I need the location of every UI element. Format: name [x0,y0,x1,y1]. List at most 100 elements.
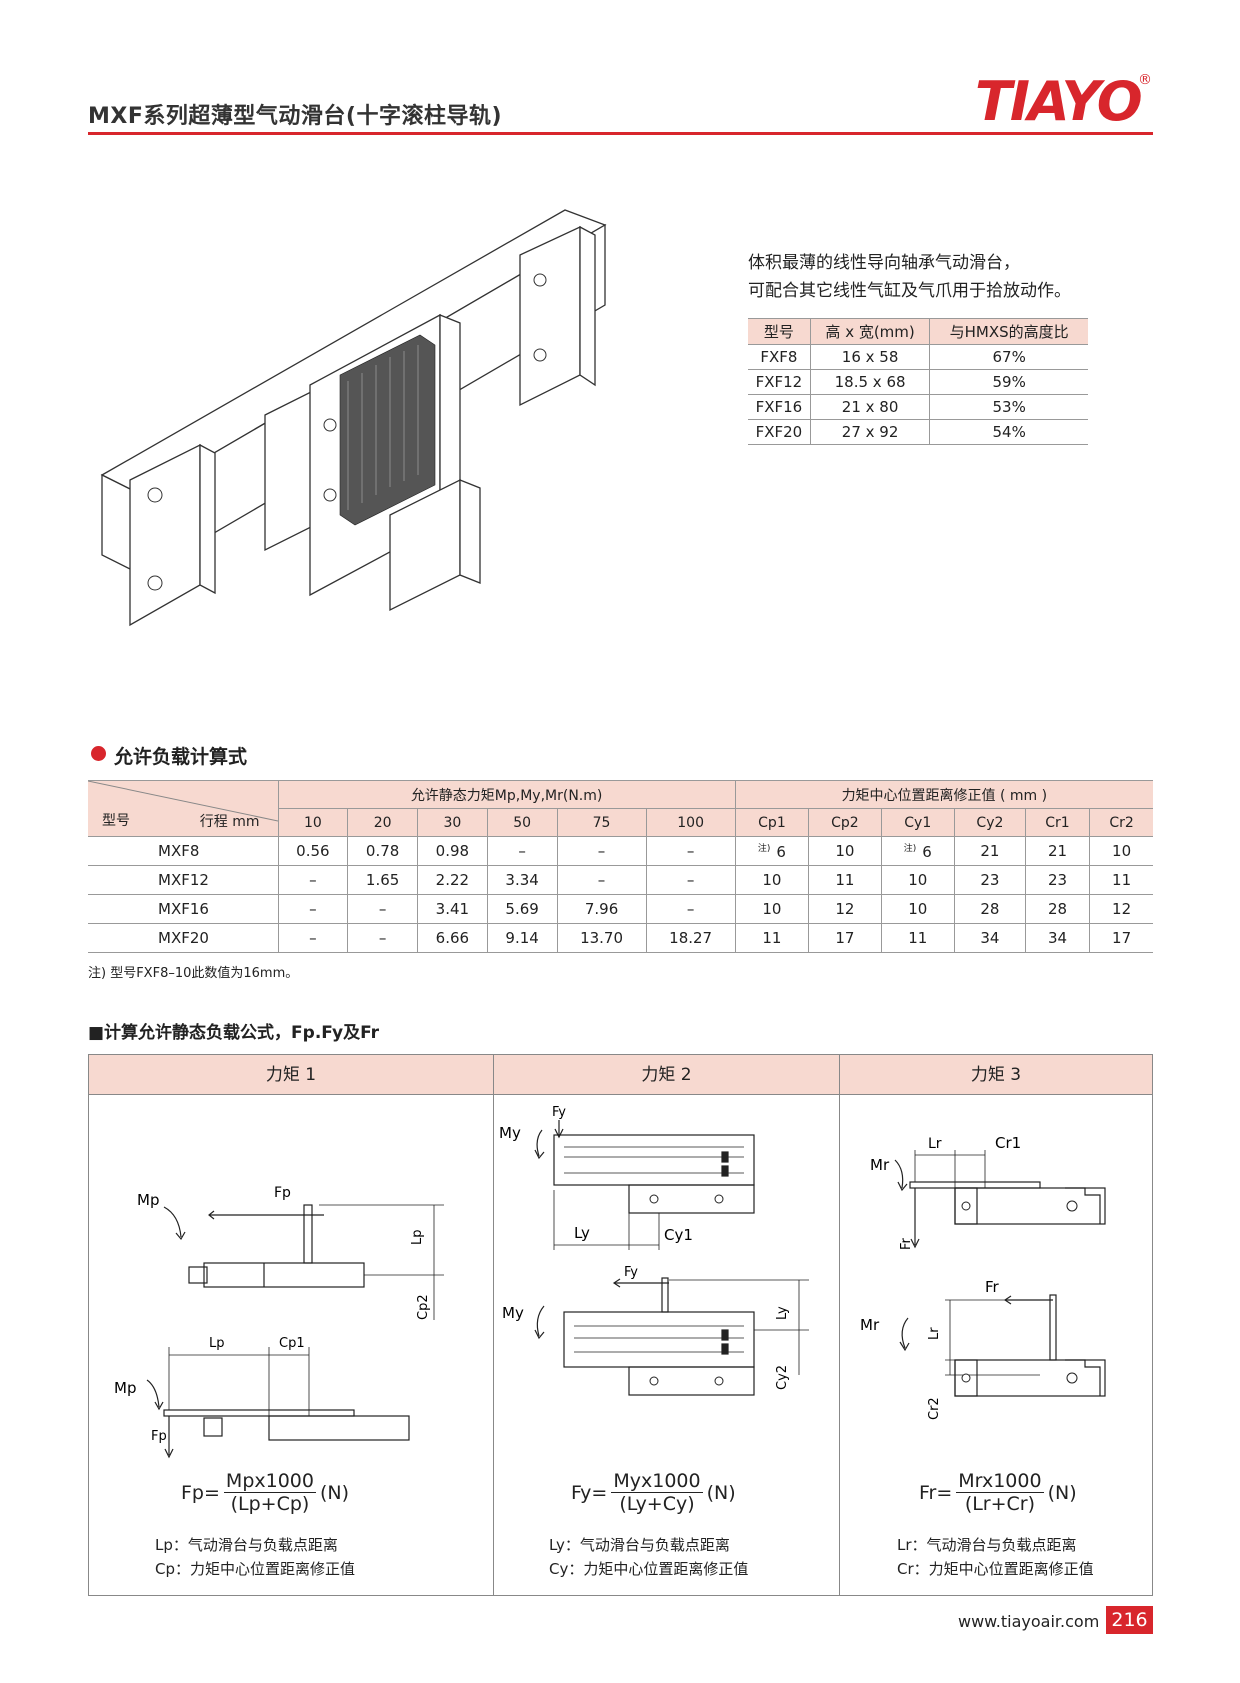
spec-cell: 16 x 58 [809,344,930,370]
moment-1-header: 力矩 1 [89,1055,493,1095]
correction-header: Cy1 [880,808,956,837]
stroke-header: 30 [417,808,488,837]
spec-header: 型号 [748,318,811,345]
correction-cell: 28 [1024,894,1091,924]
lr-label: Lr [928,1136,942,1152]
legend-3: Lr：气动滑台与负载点距离 Cr：力矩中心位置距离修正值 [897,1533,1094,1581]
stroke-header: 75 [556,808,647,837]
page-title: MXF系列超薄型气动滑台(十字滚柱导轨) [88,104,502,129]
moment-cell: – [277,923,349,953]
legend-1: Lp：气动滑台与负载点距离 Cp：力矩中心位置距离修正值 [155,1533,355,1581]
cp1-label: Cp1 [279,1336,305,1351]
column-divider [839,1055,840,1595]
note-mark: 注) [903,844,917,854]
moment-1-diagram: Fp Mp Lp Cp2 Lp Cp1 Mp Fp [114,1185,444,1459]
correction-cell: 28 [954,894,1026,924]
group-moment-header: 允许静态力矩Mp,My,Mr(N.m) [277,780,736,809]
correction-header: Cr2 [1089,808,1153,837]
correction-cell: 10 [734,894,810,924]
legend-2: Ly：气动滑台与负载点距离 Cy：力矩中心位置距离修正值 [549,1533,748,1581]
moment-cell: – [277,894,349,924]
bullet-icon [91,746,106,761]
correction-cell: 12 [1089,894,1153,924]
mr-label-2: Mr [860,1316,880,1334]
formula-unit: (N) [1047,1481,1077,1504]
corner-diagonal [88,781,278,822]
intro-line-1: 体积最薄的线性导向轴承气动滑台， [748,253,1020,273]
correction-cell: 21 [1024,836,1091,866]
formula-numerator: Myx1000 [611,1470,703,1493]
moment-cell: 6.66 [417,923,488,953]
moment-cell: 3.34 [486,865,558,895]
correction-header: Cp1 [734,808,810,837]
formula-unit: (N) [706,1481,736,1504]
correction-cell: 34 [1024,923,1091,953]
moment-cell: – [556,865,647,895]
cr1-label: Cr1 [995,1134,1021,1152]
correction-cell: 11 [1089,865,1153,895]
correction-cell: 21 [954,836,1026,866]
fr-label-2: Fr [985,1278,1000,1296]
formula-fraction: Myx1000 (Ly+Cy) [611,1470,703,1515]
correction-value: 6 [922,843,932,861]
ly-label-2: Ly [775,1306,790,1320]
correction-cell: 10 [734,865,810,895]
legend-line: Cp：力矩中心位置距离修正值 [155,1560,355,1578]
moment-3-header: 力矩 3 [840,1055,1152,1095]
formula-section-title: ■计算允许静态负载公式，Fp.Fy及Fr [88,1023,379,1043]
model-cell: MXF12 [88,865,279,895]
moment-cell: 5.69 [486,894,558,924]
spec-cell: FXF20 [748,419,811,445]
legend-line: Lp：气动滑台与负载点距离 [155,1536,338,1554]
lp-label: Lp [410,1230,425,1246]
moment-cell: 2.22 [417,865,488,895]
fy-label-2: Fy [624,1265,638,1280]
stroke-header: 50 [486,808,558,837]
formula-denominator: (Ly+Cy) [619,1493,695,1515]
spec-cell: 21 x 80 [809,394,930,420]
spec-cell: 54% [929,419,1088,445]
legend-line: Ly：气动滑台与负载点距离 [549,1536,730,1554]
spec-cell: FXF16 [748,394,811,420]
formula-denominator: (Lp+Cp) [230,1493,310,1515]
formula-numerator: Mpx1000 [223,1470,316,1493]
footnote: 注) 型号FXF8–10此数值为16mm。 [88,966,299,981]
mr-label: Mr [870,1156,890,1174]
correction-cell: 17 [808,923,882,953]
moment-cell: – [645,865,736,895]
note-mark: 注) [757,844,771,854]
correction-cell: 10 [880,894,956,924]
cy1-label: Cy1 [664,1226,693,1244]
moment-cell: 0.56 [277,836,349,866]
spec-cell: FXF12 [748,369,811,395]
tiayo-logo: TIAYO [975,70,1143,133]
website-link: www.tiayoair.com [958,1612,1100,1631]
legend-line: Cy：力矩中心位置距离修正值 [549,1560,749,1578]
my-label: My [499,1124,521,1142]
formula-fraction: Mrx1000 (Lr+Cr) [956,1470,1044,1515]
moment-cell: – [347,923,418,953]
legend-line: Cr：力矩中心位置距离修正值 [897,1560,1094,1578]
formula-denominator: (Lr+Cr) [964,1493,1036,1515]
fr-label: Fr [899,1237,914,1250]
cy2-label: Cy2 [775,1365,790,1390]
spec-cell: 53% [929,394,1088,420]
correction-header: Cp2 [808,808,882,837]
stroke-header: 20 [347,808,418,837]
cr2-label: Cr2 [927,1397,942,1420]
model-cell: MXF20 [88,923,279,953]
ly-label: Ly [574,1224,590,1242]
formula-numerator: Mrx1000 [956,1470,1044,1493]
moment-3-diagram: Lr Cr1 Mr Fr Fr Mr Lr Cr2 [860,1134,1106,1420]
moment-cell: 0.78 [347,836,418,866]
registered-mark: ® [1138,72,1152,88]
stroke-header: 100 [645,808,736,837]
correction-cell: 23 [954,865,1026,895]
column-divider [493,1055,494,1595]
model-cell: MXF16 [88,894,279,924]
moment-cell: 9.14 [486,923,558,953]
